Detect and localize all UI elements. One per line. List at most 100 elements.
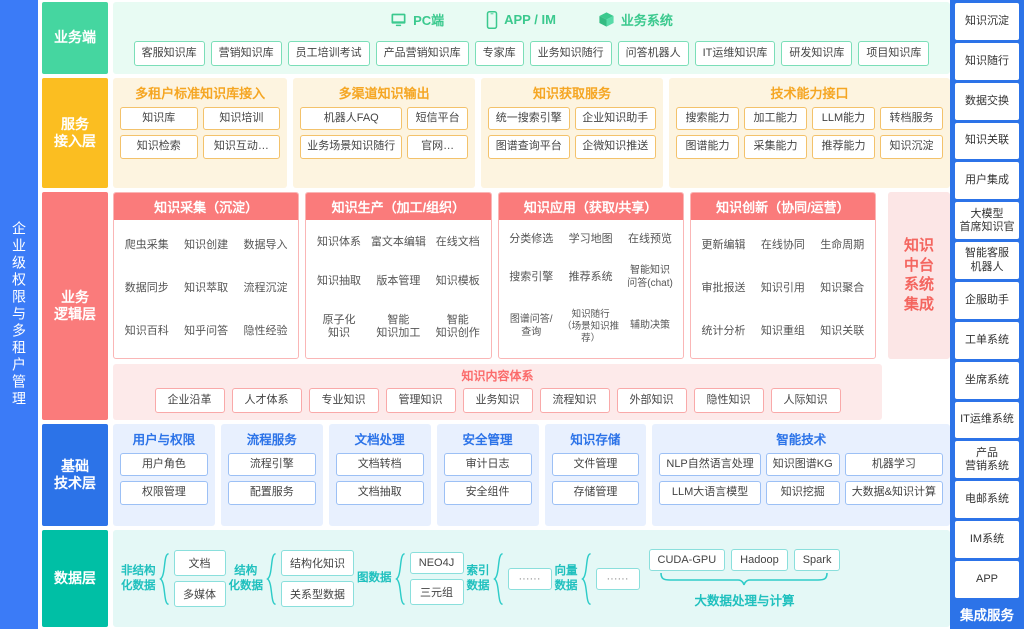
data-chip[interactable]: 文档 <box>173 550 226 576</box>
content-chip[interactable]: 隐性知识 <box>693 387 764 413</box>
data-chip[interactable]: ······ <box>595 567 640 590</box>
content-chip[interactable]: 业务知识 <box>462 387 533 413</box>
business-end-chip[interactable]: 问答机器人 <box>617 41 689 67</box>
integration-item-email-system[interactable]: 电邮系统 <box>955 481 1019 519</box>
bigdata-chip[interactable]: Spark <box>793 548 841 571</box>
card-item[interactable]: 分类修选 <box>509 233 554 246</box>
tech-chip[interactable]: LLM大语言模型 <box>659 481 761 505</box>
card-item[interactable]: 生命周期 <box>820 238 865 251</box>
service-chip[interactable]: 推荐能力 <box>811 135 875 159</box>
card-item[interactable]: 知识重组 <box>760 325 805 338</box>
card-item[interactable]: 数据同步 <box>124 281 169 294</box>
integration-item-user-integration[interactable]: 用户集成 <box>955 162 1019 200</box>
service-chip[interactable]: 转档服务 <box>879 107 943 131</box>
tech-chip[interactable]: 知识挖掘 <box>765 481 840 505</box>
tech-chip[interactable]: 机器学习 <box>844 453 944 477</box>
tech-chip[interactable]: 文档转档 <box>335 453 424 477</box>
service-chip[interactable]: 知识检索 <box>120 135 198 159</box>
card-item[interactable]: 原子化 知识 <box>322 313 356 340</box>
card-item[interactable]: 推荐系统 <box>568 270 613 283</box>
tech-chip[interactable]: 大数据&知识计算 <box>844 481 944 505</box>
card-item[interactable]: 知识体系 <box>316 236 361 249</box>
card-item[interactable]: 审批报送 <box>701 281 746 294</box>
content-chip[interactable]: 专业知识 <box>308 387 379 413</box>
service-chip[interactable]: 图谱查询平台 <box>488 135 570 159</box>
tech-chip[interactable]: 流程引擎 <box>227 453 316 477</box>
card-item[interactable]: 数据导入 <box>243 238 288 251</box>
card-item[interactable]: 辅助决策 <box>630 320 671 332</box>
card-item[interactable]: 知识百科 <box>124 325 169 338</box>
business-end-chip[interactable]: 客服知识库 <box>133 41 205 67</box>
card-item[interactable]: 流程沉淀 <box>243 281 288 294</box>
integration-item-knowledge-companion[interactable]: 知识随行 <box>955 42 1019 80</box>
integration-item-enterprise-assistant[interactable]: 企服助手 <box>955 282 1019 319</box>
card-item[interactable]: 知识关联 <box>820 325 865 338</box>
integration-item-im-system[interactable]: IM系统 <box>955 521 1019 559</box>
service-chip[interactable]: 知识互动… <box>202 135 281 159</box>
tech-chip[interactable]: NLP自然语言处理 <box>659 453 761 477</box>
data-chip[interactable]: 多媒体 <box>173 581 226 607</box>
integration-item-knowledge-association[interactable]: 知识关联 <box>955 122 1019 160</box>
bigdata-chip[interactable]: Hadoop <box>731 548 788 571</box>
business-end-chip[interactable]: 业务知识随行 <box>529 41 612 67</box>
content-chip[interactable]: 流程知识 <box>539 387 610 413</box>
integration-item-smart-service-robot[interactable]: 智能客服 机器人 <box>955 242 1019 280</box>
integration-item-agent-system[interactable]: 坐席系统 <box>955 361 1019 399</box>
service-chip[interactable]: 机器人FAQ <box>300 107 403 131</box>
business-end-chip[interactable]: 营销知识库 <box>210 41 282 67</box>
service-chip[interactable]: 企业知识助手 <box>574 107 656 131</box>
service-chip[interactable]: 短信平台 <box>407 107 469 131</box>
card-item[interactable]: 知识抽取 <box>316 275 361 288</box>
service-chip[interactable]: 官网… <box>407 135 469 159</box>
card-item[interactable]: 知识引用 <box>760 281 805 294</box>
tech-chip[interactable]: 权限管理 <box>120 481 208 505</box>
integration-item-it-ops-system[interactable]: IT运维系统 <box>955 401 1019 439</box>
content-chip[interactable]: 外部知识 <box>616 387 687 413</box>
business-end-chip[interactable]: 项目知识库 <box>858 41 930 67</box>
integration-item-product-marketing-system[interactable]: 产品 营销系统 <box>955 441 1019 479</box>
business-end-chip[interactable]: IT运维知识库 <box>694 41 776 67</box>
card-item[interactable]: 智能 知识加工 <box>376 313 421 340</box>
service-chip[interactable]: 加工能力 <box>743 107 807 131</box>
service-chip[interactable]: 知识沉淀 <box>879 135 943 159</box>
card-item[interactable]: 隐性经验 <box>243 325 288 338</box>
card-item[interactable]: 智能知识 问答(chat) <box>627 265 673 289</box>
tech-chip[interactable]: 审计日志 <box>443 453 532 477</box>
card-item[interactable]: 图谱问答/ 查询 <box>509 314 553 338</box>
content-chip[interactable]: 人才体系 <box>231 387 302 413</box>
data-chip[interactable]: NEO4J <box>409 552 464 574</box>
business-end-chip[interactable]: 研发知识库 <box>781 41 853 67</box>
card-item[interactable]: 版本管理 <box>376 275 421 288</box>
card-item[interactable]: 搜索引擎 <box>509 270 554 283</box>
card-item[interactable]: 知识聚合 <box>820 281 865 294</box>
data-chip[interactable]: 三元组 <box>409 579 464 605</box>
tech-chip[interactable]: 文件管理 <box>551 453 640 477</box>
card-item[interactable]: 知识创建 <box>184 238 229 251</box>
card-item[interactable]: 爬虫采集 <box>124 238 169 251</box>
service-chip[interactable]: 业务场景知识随行 <box>300 135 403 159</box>
card-item[interactable]: 在线预览 <box>628 233 673 246</box>
service-chip[interactable]: LLM能力 <box>811 107 875 131</box>
integration-item-llm-cko[interactable]: 大模型 首席知识官 <box>955 202 1019 240</box>
card-item[interactable]: 更新编辑 <box>701 238 746 251</box>
business-end-chip[interactable]: 专家库 <box>474 41 524 67</box>
tech-chip[interactable]: 文档抽取 <box>335 481 424 505</box>
data-chip[interactable]: 关系型数据 <box>281 581 354 607</box>
tech-chip[interactable]: 存储管理 <box>551 481 640 505</box>
tech-chip[interactable]: 知识图谱KG <box>765 453 840 477</box>
service-chip[interactable]: 统一搜索引擎 <box>488 107 570 131</box>
card-item[interactable]: 学习地图 <box>568 233 613 246</box>
card-item[interactable]: 富文本编辑 <box>370 236 426 249</box>
card-item[interactable]: 统计分析 <box>701 325 746 338</box>
business-end-chip[interactable]: 产品营销知识库 <box>375 41 469 67</box>
content-chip[interactable]: 企业沿革 <box>154 387 225 413</box>
service-chip[interactable]: 采集能力 <box>743 135 807 159</box>
service-chip[interactable]: 企微知识推送 <box>574 135 656 159</box>
integration-item-knowledge-precipitation[interactable]: 知识沉淀 <box>955 3 1019 40</box>
card-item[interactable]: 知识随行 （场景知识推荐） <box>562 308 620 344</box>
service-chip[interactable]: 知识培训 <box>202 107 281 131</box>
data-chip[interactable]: 结构化知识 <box>281 550 354 576</box>
card-item[interactable]: 知识萃取 <box>184 281 229 294</box>
service-chip[interactable]: 图谱能力 <box>675 135 739 159</box>
service-chip[interactable]: 搜索能力 <box>675 107 739 131</box>
